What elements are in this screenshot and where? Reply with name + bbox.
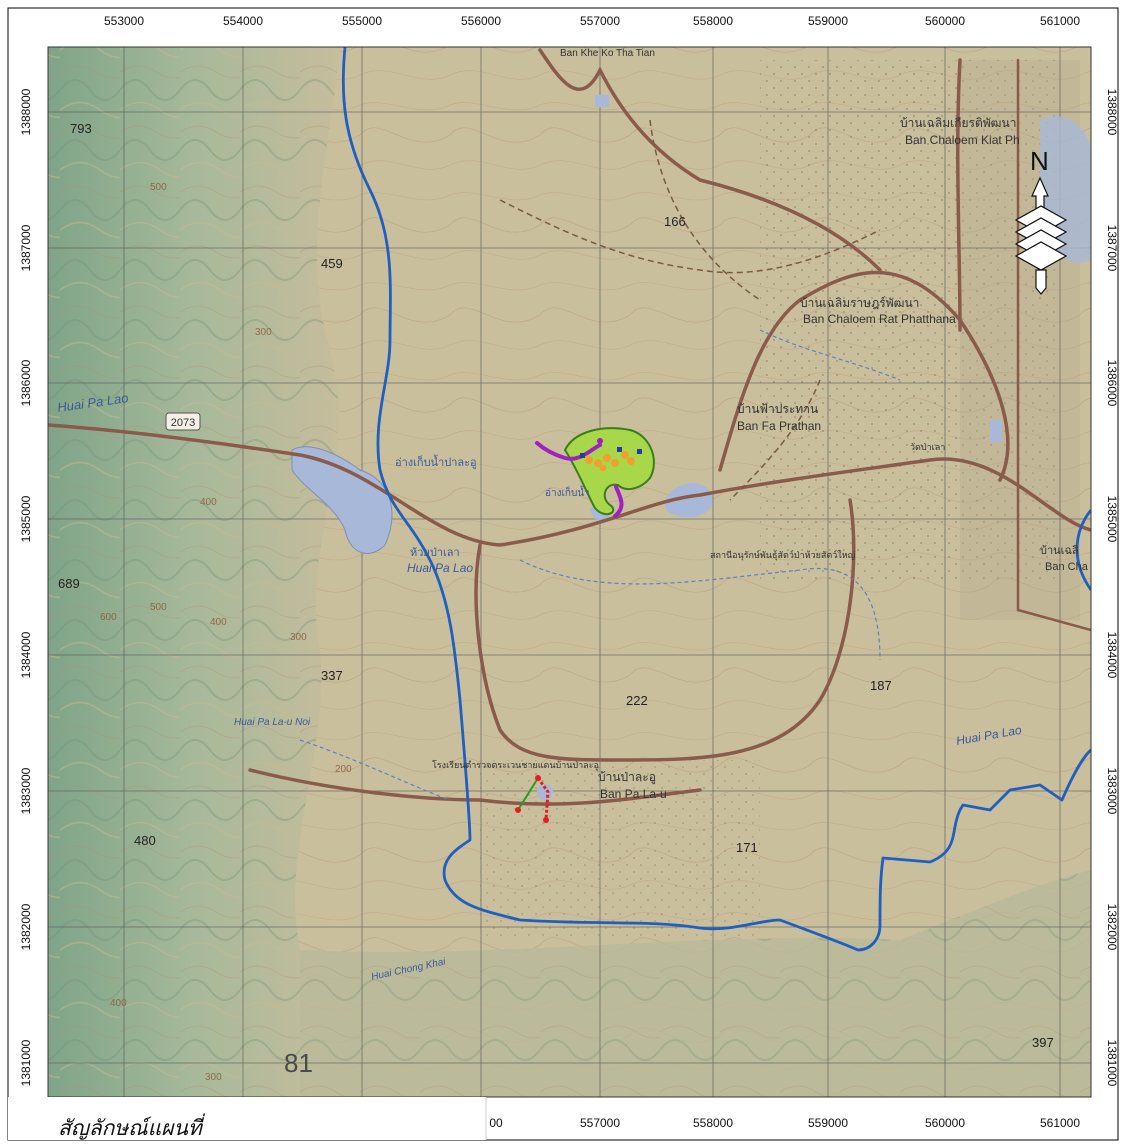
x-tick-label: 557000 — [580, 1116, 620, 1130]
x-tick-label: 561000 — [1040, 14, 1080, 28]
place-label: Ban Khe Ko Tha Tian — [560, 48, 655, 59]
spot-height: 171 — [736, 840, 758, 855]
contour-label: 200 — [335, 764, 352, 775]
contour-label: 400 — [200, 497, 217, 508]
place-label: บ้านป่าละอู — [598, 770, 656, 785]
place-label: Huai Pa Lao — [407, 561, 473, 575]
y-tick-label: 1387000 — [19, 224, 33, 271]
y-tick-label: 1387000 — [1105, 225, 1119, 272]
place-label: Ban Pa La-u — [600, 787, 667, 801]
y-tick-label: 1388000 — [19, 88, 33, 135]
boundary-line — [341, 47, 1091, 952]
x-tick-label: 558000 — [693, 1116, 733, 1130]
place-label: บ้านเฉลิมเกียรติพัฒนา — [900, 116, 1016, 130]
y-tick-label: 1386000 — [1105, 360, 1119, 407]
y-tick-label: 1384000 — [1105, 632, 1119, 679]
contour-labels: 500 300 400 600 500 400 300 200 400 300 — [100, 182, 352, 1083]
x-tick-label: 00 — [489, 1116, 503, 1130]
place-label: บ้านเฉลิ — [1040, 545, 1079, 557]
roads — [48, 48, 1091, 806]
route-number: 2073 — [171, 417, 195, 429]
study-area-polygon — [563, 427, 655, 516]
x-tick-label: 559000 — [808, 1116, 848, 1130]
y-tick-label: 1385000 — [19, 495, 33, 542]
spot-height: 480 — [134, 833, 156, 848]
contour-label: 600 — [100, 612, 117, 623]
x-tick-label: 561000 — [1040, 1116, 1080, 1130]
spot-height: 166 — [664, 214, 686, 229]
x-tick-label: 560000 — [925, 1116, 965, 1130]
survey-points — [515, 438, 642, 823]
y-axis-left: 1388000 1387000 1386000 1385000 1384000 … — [19, 88, 33, 1086]
place-label: อ่างเก็บน้ำ — [545, 485, 590, 499]
contour-label: 300 — [290, 632, 307, 643]
legend-title: สัญลักษณ์แผนที่ — [58, 1116, 202, 1140]
y-tick-label: 1382000 — [1105, 904, 1119, 951]
reservoir-west — [291, 446, 393, 554]
north-arrow: N — [1014, 146, 1068, 295]
place-label: โรงเรียนตำรวจตระเวนชายแดนบ้านป่าละอู — [432, 760, 599, 771]
y-tick-label: 1385000 — [1105, 496, 1119, 543]
x-tick-label: 555000 — [342, 14, 382, 28]
y-tick-label: 1383000 — [1105, 768, 1119, 815]
x-tick-label: 559000 — [808, 14, 848, 28]
x-tick-label: 556000 — [461, 14, 501, 28]
spot-height: 397 — [1032, 1035, 1054, 1050]
legend-panel — [8, 1097, 486, 1140]
place-label: Ban Cha — [1045, 561, 1089, 573]
x-tick-label: 558000 — [693, 14, 733, 28]
grid-number: 81 — [284, 1048, 313, 1078]
y-tick-label: 1388000 — [1105, 89, 1119, 136]
map-frame — [7, 7, 1119, 1141]
y-tick-label: 1382000 — [19, 903, 33, 950]
x-axis-top: 553000 554000 555000 556000 557000 55800… — [104, 14, 1080, 28]
place-label: Ban Chaloem Kiat Ph — [905, 133, 1020, 147]
spot-height: 187 — [870, 678, 892, 693]
spot-height: 337 — [321, 668, 343, 683]
place-label: Ban Fa Prathan — [737, 419, 821, 433]
contour-label: 400 — [210, 617, 227, 628]
spot-height: 459 — [321, 256, 343, 271]
y-tick-label: 1386000 — [19, 359, 33, 406]
north-letter: N — [1030, 146, 1049, 176]
spot-height: 793 — [70, 121, 92, 136]
spot-heights: 793 459 166 689 337 222 187 480 171 397 — [58, 121, 1054, 1050]
place-label: สถานีอนุรักษ์พันธุ์สัตว์ป่าห้วยสัตว์ใหญ่ — [710, 549, 856, 561]
spot-height: 689 — [58, 576, 80, 591]
y-tick-label: 1381000 — [19, 1039, 33, 1086]
x-tick-label: 560000 — [925, 14, 965, 28]
route-shield: 2073 — [165, 412, 201, 431]
y-tick-label: 1384000 — [19, 631, 33, 678]
place-label: Huai Pa La-u Noi — [234, 717, 311, 728]
y-axis-right: 1388000 1387000 1386000 1385000 1384000 … — [1105, 89, 1119, 1087]
map-body: 2073 793 459 166 689 337 222 187 480 171… — [48, 47, 1091, 1097]
spot-height: 222 — [626, 693, 648, 708]
place-label: บ้านเฉลิมราษฎร์พัฒนา — [800, 296, 919, 310]
x-tick-label: 554000 — [223, 14, 263, 28]
reservoir-center — [665, 482, 713, 518]
y-tick-label: 1381000 — [1105, 1040, 1119, 1087]
settlement-area — [760, 60, 1060, 580]
contour-label: 500 — [150, 602, 167, 613]
place-label: วัดป่าเลา — [910, 442, 945, 452]
place-label: บ้านฟ้าประทาน — [737, 402, 818, 416]
contour-label: 500 — [150, 182, 167, 193]
contour-label: 300 — [255, 327, 272, 338]
place-label: ห้วยป่าเลา — [410, 547, 460, 559]
x-axis-bottom: 00 557000 558000 559000 560000 561000 — [489, 1116, 1080, 1130]
contour-label: 400 — [110, 998, 127, 1009]
y-tick-label: 1383000 — [19, 767, 33, 814]
contour-label: 300 — [205, 1072, 222, 1083]
place-label: Ban Chaloem Rat Phatthana — [803, 312, 956, 326]
place-label: อ่างเก็บน้ำปาละอู — [395, 454, 477, 469]
x-tick-label: 553000 — [104, 14, 144, 28]
x-tick-label: 557000 — [580, 14, 620, 28]
